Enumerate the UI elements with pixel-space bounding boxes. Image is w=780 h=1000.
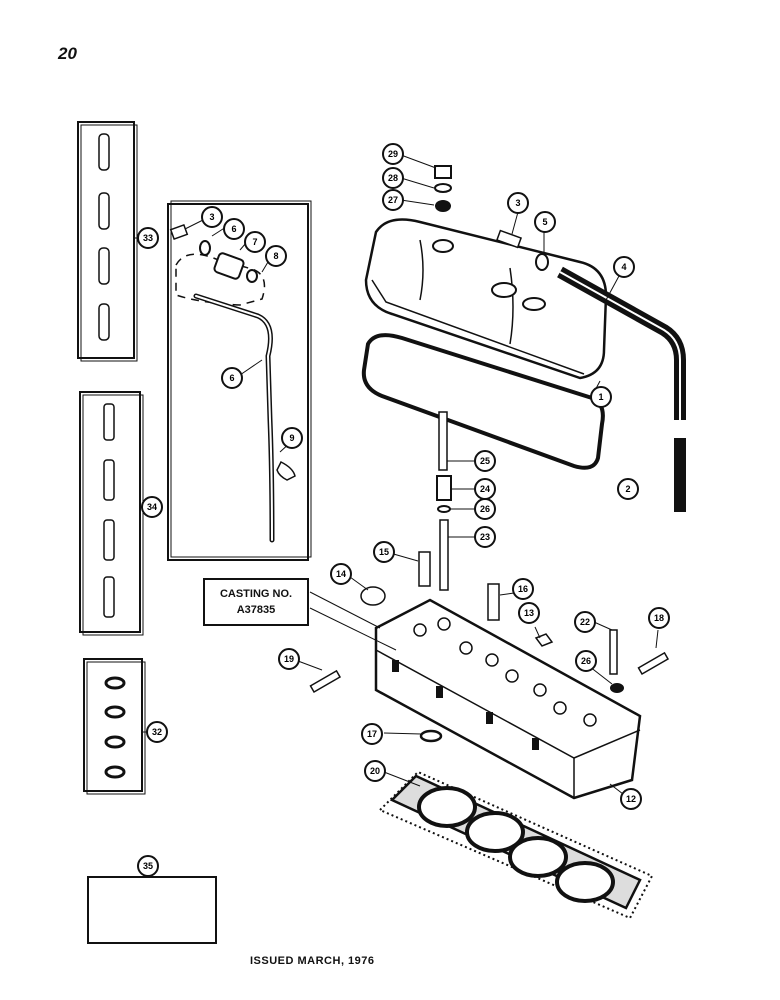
callout-35: 35 (137, 855, 159, 877)
callout-1: 1 (590, 386, 612, 408)
callout-27: 27 (382, 189, 404, 211)
casting-label-line2: A37835 (236, 604, 276, 616)
callout-15: 15 (373, 541, 395, 563)
decal-35 (87, 876, 217, 944)
callout-8: 8 (265, 245, 287, 267)
svg-text:19: 19 (284, 654, 294, 664)
callout-25: 25 (474, 450, 496, 472)
svg-text:20: 20 (370, 766, 380, 776)
kit-box-34 (79, 391, 144, 636)
svg-text:3: 3 (515, 198, 520, 208)
callout-7: 7 (244, 231, 266, 253)
svg-text:5: 5 (542, 217, 547, 227)
callout-29: 29 (382, 143, 404, 165)
svg-text:15: 15 (379, 547, 389, 557)
callout-2: 2 (617, 478, 639, 500)
svg-text:35: 35 (143, 861, 153, 871)
callout-5: 5 (534, 211, 556, 233)
svg-text:34: 34 (147, 502, 157, 512)
callout-6-tube: 6 (221, 367, 243, 389)
svg-text:17: 17 (367, 729, 377, 739)
callout-19: 19 (278, 648, 300, 670)
breather-tee (495, 229, 549, 271)
svg-text:6: 6 (231, 224, 236, 234)
callout-26-bottom: 26 (575, 650, 597, 672)
svg-text:3: 3 (209, 212, 214, 222)
callout-12: 12 (620, 788, 642, 810)
svg-text:29: 29 (388, 149, 398, 159)
callout-6-top: 6 (223, 218, 245, 240)
rocker-cover-gasket (361, 333, 605, 470)
svg-text:16: 16 (518, 584, 528, 594)
callout-34: 34 (141, 496, 163, 518)
callout-33: 33 (137, 227, 159, 249)
callout-24: 24 (474, 478, 496, 500)
breather-kit-box (167, 200, 312, 561)
callout-3-left: 3 (201, 206, 223, 228)
svg-text:28: 28 (388, 173, 398, 183)
svg-text:14: 14 (336, 569, 346, 579)
issue-date-footer: ISSUED MARCH, 1976 (250, 955, 375, 967)
callout-16: 16 (512, 578, 534, 600)
svg-text:18: 18 (654, 613, 664, 623)
callout-26-top: 26 (474, 498, 496, 520)
stud-stack (309, 411, 670, 743)
callouts: 29 28 27 3 5 4 3 6 7 8 6 9 1 2 25 24 26 … (137, 143, 670, 877)
svg-text:27: 27 (388, 195, 398, 205)
callout-9: 9 (281, 427, 303, 449)
leader-lines (134, 154, 659, 877)
svg-text:1: 1 (598, 392, 603, 402)
callout-22: 22 (574, 611, 596, 633)
svg-text:8: 8 (273, 251, 278, 261)
svg-text:7: 7 (252, 237, 257, 247)
callout-20: 20 (364, 760, 386, 782)
svg-text:26: 26 (581, 656, 591, 666)
callout-4: 4 (613, 256, 635, 278)
svg-text:2: 2 (625, 484, 630, 494)
svg-text:33: 33 (143, 233, 153, 243)
cylinder-head (374, 598, 642, 800)
rocker-cover (364, 218, 608, 380)
svg-text:24: 24 (480, 484, 490, 494)
svg-text:22: 22 (580, 617, 590, 627)
kit-box-32 (83, 658, 146, 795)
breather-tube (557, 266, 686, 512)
cover-nut-stack (434, 165, 452, 212)
callout-17: 17 (361, 723, 383, 745)
svg-text:25: 25 (480, 456, 490, 466)
callout-3-right: 3 (507, 192, 529, 214)
callout-13: 13 (518, 602, 540, 624)
kit-box-33 (77, 121, 138, 362)
svg-text:32: 32 (152, 727, 162, 737)
callout-32: 32 (146, 721, 168, 743)
svg-text:26: 26 (480, 504, 490, 514)
svg-text:12: 12 (626, 794, 636, 804)
page-number: 20 (58, 44, 77, 63)
callout-28: 28 (382, 167, 404, 189)
svg-text:13: 13 (524, 608, 534, 618)
casting-label-line1: CASTING NO. (219, 588, 293, 600)
svg-text:6: 6 (229, 373, 234, 383)
callout-18: 18 (648, 607, 670, 629)
head-gasket (378, 770, 654, 920)
callout-23: 23 (474, 526, 496, 548)
svg-text:9: 9 (289, 433, 294, 443)
callout-14: 14 (330, 563, 352, 585)
svg-text:23: 23 (480, 532, 490, 542)
svg-text:4: 4 (621, 262, 626, 272)
casting-number-label: CASTING NO. A37835 (203, 578, 309, 626)
